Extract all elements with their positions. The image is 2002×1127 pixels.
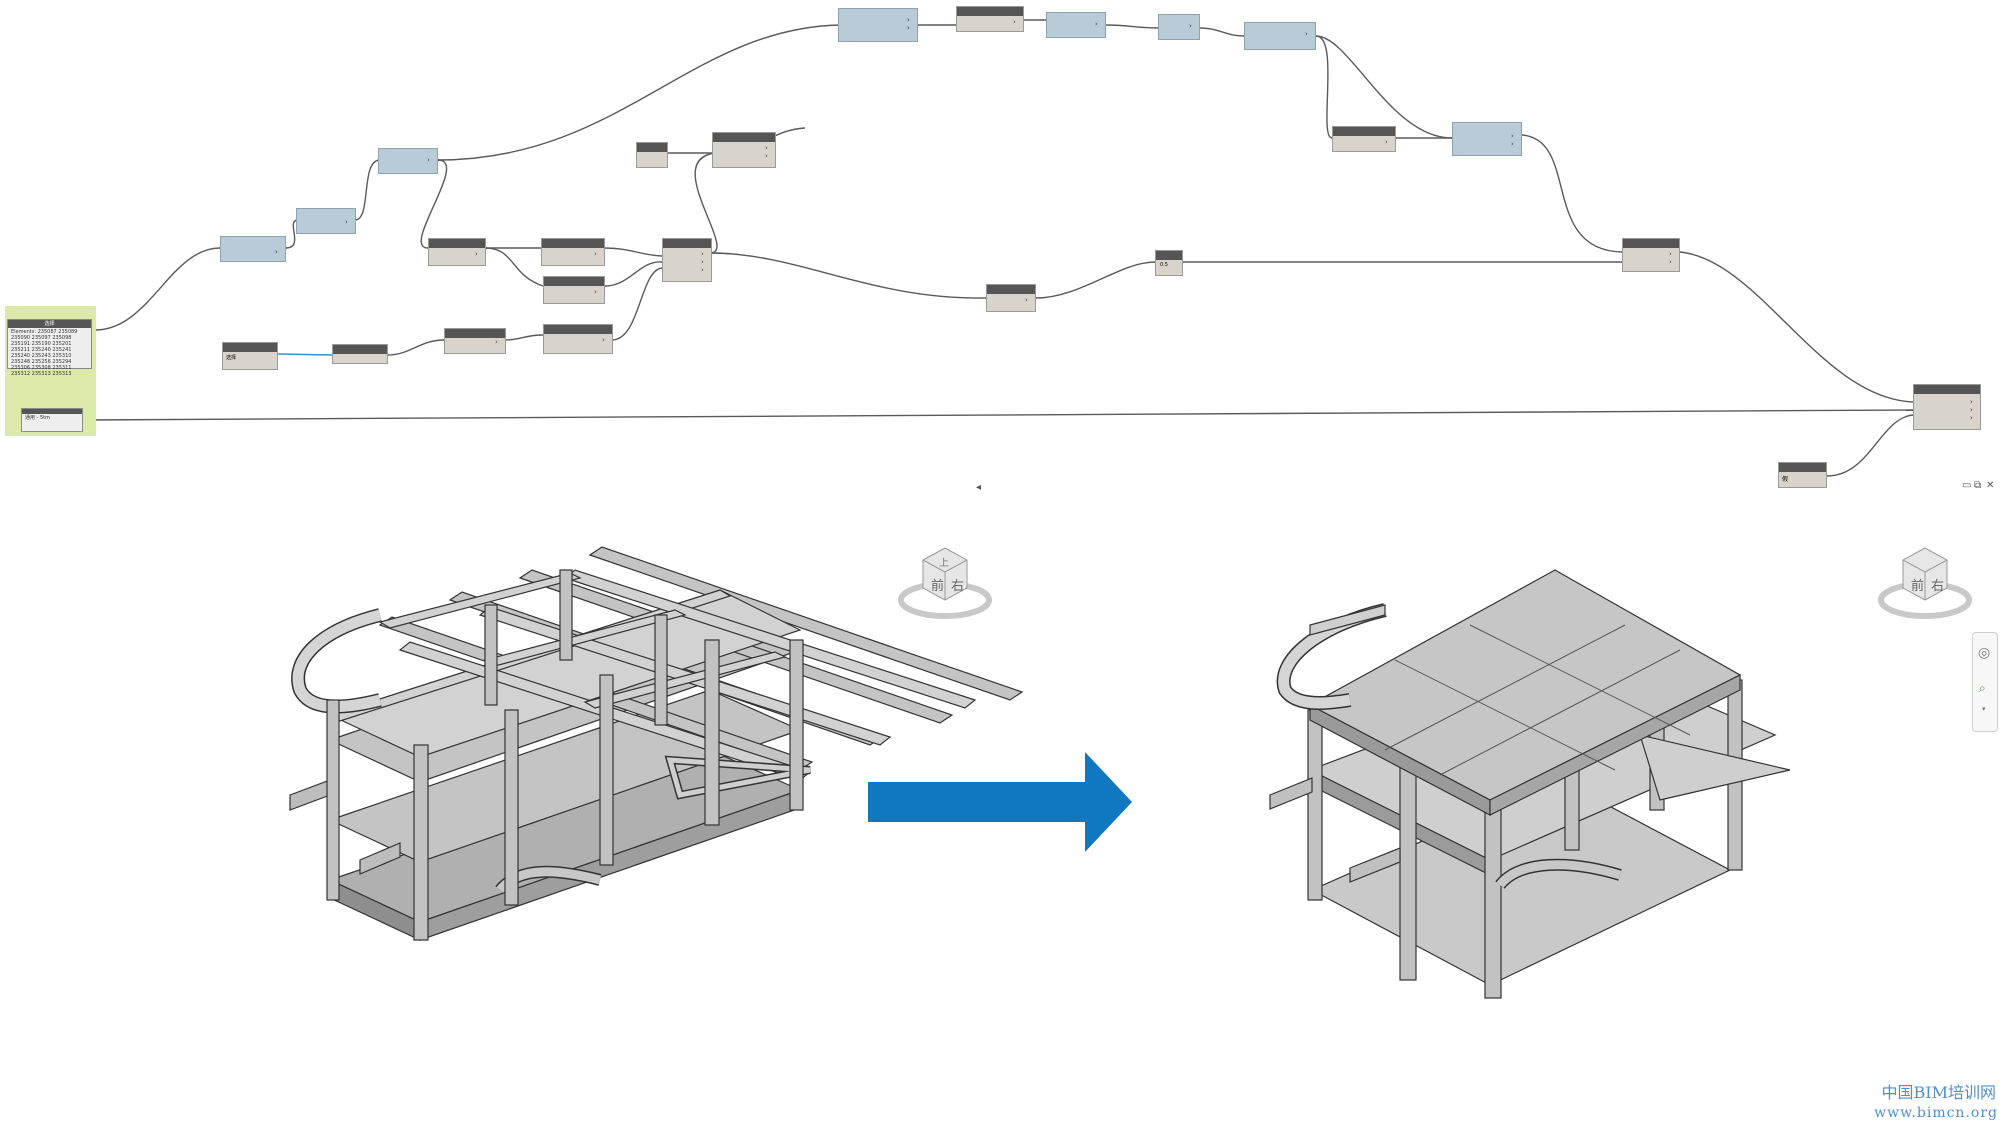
graph-node[interactable]: ››› [1913, 384, 1981, 430]
select-input-label: 选择 [226, 355, 237, 361]
window-collapse-icon[interactable]: ▭ [1962, 480, 1972, 491]
graph-node[interactable]: › [1158, 14, 1200, 40]
graph-node[interactable]: › [1046, 12, 1106, 38]
graph-node[interactable] [636, 142, 668, 168]
graph-node[interactable]: › [1244, 22, 1316, 50]
elements-list: Elements: 235087 235089 235090 235097 23… [11, 329, 78, 377]
graph-node[interactable]: › [378, 148, 438, 174]
watermark-url: www.bimcn.org [1874, 1105, 1998, 1121]
graph-node[interactable]: 假 [1778, 462, 1827, 488]
viewcube-right[interactable]: 前 右 [1881, 548, 1969, 616]
viewcube-front-face: 前 [931, 578, 944, 594]
elements-text: 235087 235089 235090 235097 235098 23519… [11, 329, 78, 377]
window-close-icon[interactable]: ✕ [1986, 480, 1995, 491]
steering-wheel-icon[interactable]: ◎ [1978, 645, 1991, 661]
number-node-label: 0.5 [1160, 262, 1168, 268]
viewcube-right-face: 右 [1931, 579, 1944, 594]
navbar-dropdown-icon[interactable]: ▾ [1982, 705, 1986, 713]
frame-model-before [289, 546, 1024, 941]
family-type-node[interactable]: 通用 - 5tm [21, 408, 83, 432]
viewcube-right-face: 右 [951, 579, 964, 594]
graph-node[interactable]: › [296, 208, 356, 234]
graph-node[interactable]: › [220, 236, 286, 262]
graph-node[interactable]: ›› [1452, 122, 1522, 156]
graph-node[interactable]: › [986, 284, 1036, 312]
group-title: 选择 [8, 320, 91, 328]
graph-node[interactable]: › [543, 276, 605, 304]
family-type-label: 通用 - 5tm [25, 415, 50, 421]
zoom-icon[interactable]: ⌕ [1979, 681, 1986, 695]
watermark-title: 中国BIM培训网 [1881, 1083, 1996, 1102]
graph-node[interactable]: › [956, 6, 1024, 32]
graph-node[interactable]: › [1332, 126, 1396, 152]
viewcube-left[interactable]: 前 右 上 [901, 548, 989, 616]
collapse-toggle-icon[interactable]: ◂ [976, 482, 982, 493]
navigation-bar[interactable]: ◎ ⌕ ▾ [1972, 632, 1998, 732]
graph-node[interactable]: ›› [1622, 238, 1680, 272]
graph-wires [79, 19, 1914, 477]
elements-label: Elements [11, 329, 35, 335]
model-views: 前 右 上 前 右 [289, 470, 2002, 999]
input-group[interactable]: 选择 Elements: 235087 235089 235090 235097… [5, 306, 96, 436]
right-arrow-icon [868, 752, 1132, 852]
graph-node[interactable]: › [444, 328, 506, 354]
frame-model-after [1269, 569, 1791, 999]
graph-node[interactable]: › [541, 238, 605, 266]
graph-node[interactable]: › [543, 324, 613, 354]
window-restore-icon[interactable]: ⧉ [1974, 480, 1982, 491]
graph-node[interactable]: ›› [712, 132, 776, 168]
graph-node[interactable] [332, 344, 388, 364]
graph-node[interactable]: ›› [838, 8, 918, 42]
graph-node[interactable]: ››› [662, 238, 712, 282]
graph-node[interactable]: 0.5 [1155, 250, 1183, 276]
graph-node[interactable]: › [428, 238, 486, 266]
select-model-elements-node[interactable]: 选择 Elements: 235087 235089 235090 235097… [7, 319, 92, 377]
bool-node-label: 假 [1782, 476, 1789, 483]
graph-node[interactable]: 选择 [222, 342, 278, 370]
viewcube-top-face: 上 [939, 557, 949, 569]
viewcube-front-face: 前 [1911, 578, 1924, 594]
